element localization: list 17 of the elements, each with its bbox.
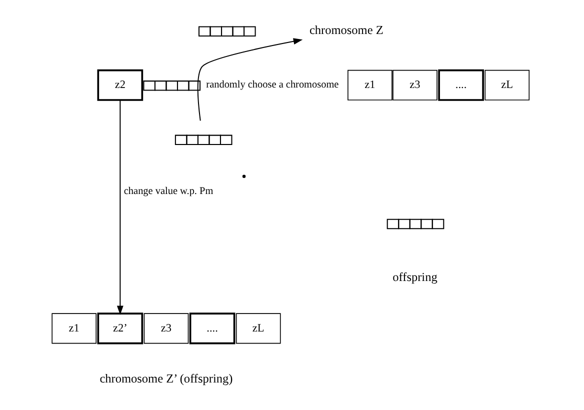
node-box: z1 — [52, 313, 97, 344]
node-text: chromosome Z — [309, 23, 384, 38]
node-box: .... — [189, 312, 236, 344]
label: chromosome Z’ (offspring) — [100, 371, 233, 386]
node-box: z2’ — [97, 312, 144, 344]
edge-label: change value w.p. Pm — [124, 186, 214, 197]
node-box: z3 — [144, 313, 189, 344]
arrow — [116, 100, 124, 315]
label: offspring — [392, 270, 438, 284]
node-box: z3 — [392, 70, 438, 100]
edge-label: randomly choose a chromosome — [206, 80, 339, 91]
node-box: .... — [438, 69, 484, 101]
node-box: z2 — [97, 69, 144, 101]
node-box: zL — [236, 313, 281, 344]
node-box: zL — [484, 70, 530, 100]
arrow — [197, 38, 303, 121]
node-box: z1 — [348, 70, 392, 100]
